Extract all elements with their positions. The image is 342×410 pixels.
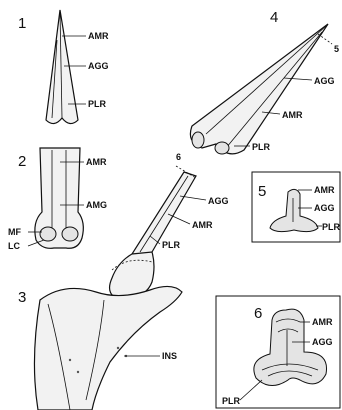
figure-2-label-amg: AMG [86,200,107,210]
figure-6-label-amr: AMR [312,317,333,327]
figure-2-number: 2 [18,153,26,170]
figure-3-stipple [69,359,71,361]
figure-4-label-plr: PLR [252,142,271,152]
figure-5: 5 AMR AGG PLR [252,172,341,242]
figure-4: 4 5 AGG AMR PLR [190,9,339,154]
figure-5-label-plr: PLR [322,222,341,232]
figure-5-label-amr: AMR [314,185,335,195]
figure-4-label-amr: AMR [282,110,303,120]
figure-4-label-agg: AGG [314,76,335,86]
figure-3-section-marker: 6 [176,152,181,162]
figure-1-label-plr: PLR [88,99,107,109]
figure-6-number: 6 [254,305,262,322]
figure-5-number: 5 [258,183,266,200]
figure-2-label-amr: AMR [86,157,107,167]
figure-1-label-amr: AMR [88,31,109,41]
figure-3-label-amr: AMR [192,220,213,230]
figure-1-label-agg: AGG [88,61,109,71]
figure-3-label-plr: PLR [162,240,181,250]
figure-2-lateral-condyle-left [40,227,56,241]
figure-2: 2 AMR AMG MF LC [8,148,107,251]
figure-4-base-right [215,142,229,154]
figure-5-label-agg: AGG [314,203,335,213]
figure-4-base-left [192,132,204,148]
figure-6-label-plr: PLR [222,396,241,406]
figure-1: 1 AMR AGG PLR [18,10,109,124]
figure-3-label-ins: INS [162,351,177,361]
figure-4-claw-sheath [190,24,328,154]
figure-2-label-lc: LC [8,241,20,251]
figure-6-label-agg: AGG [312,337,333,347]
figure-4-section-marker: 5 [334,44,339,54]
figure-2-label-mf: MF [8,227,21,237]
figure-3-label-agg: AGG [208,196,229,206]
figure-4-number: 4 [270,9,278,26]
figure-1-number: 1 [18,15,26,32]
figure-6: 6 AMR AGG PLR [216,296,340,408]
figure-3-number: 3 [18,289,26,306]
figure-3-stipple [77,371,79,373]
figure-3-stipple [117,347,119,349]
figure-2-lateral-condyle-right [62,227,78,241]
figure-3-bone [34,286,182,410]
